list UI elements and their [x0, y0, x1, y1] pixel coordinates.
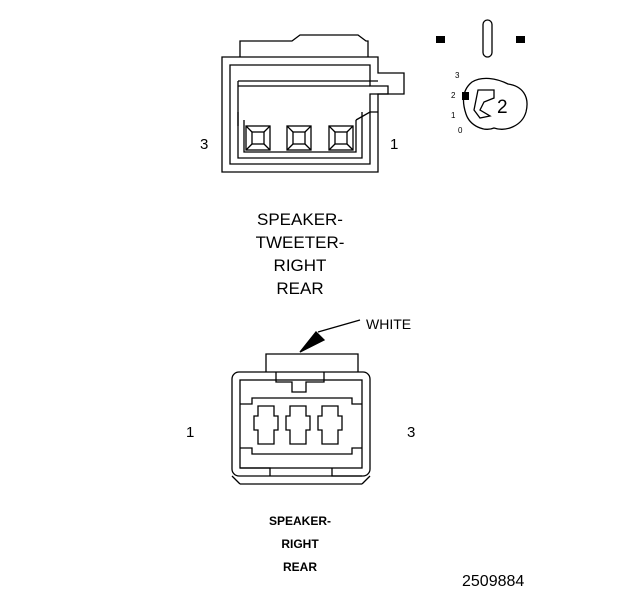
key-mark-right — [516, 36, 525, 43]
bottom-pin-right-label: 3 — [407, 424, 416, 441]
top-title-line-4: REAR — [276, 279, 324, 298]
bottom-connector-title: SPEAKER- RIGHT REAR — [250, 510, 350, 579]
key-position-2: 2 — [451, 91, 456, 100]
top-pin-right-label: 1 — [390, 136, 399, 153]
top-connector-title: SPEAKER- TWEETER- RIGHT REAR — [240, 208, 360, 300]
key-number: 2 — [497, 97, 508, 118]
key-position-3: 3 — [455, 71, 460, 80]
key-position-marker — [462, 92, 469, 100]
wire-color-label: WHITE — [366, 316, 412, 332]
bottom-title-line-3: REAR — [282, 560, 317, 574]
top-title-line-3: RIGHT — [273, 256, 327, 275]
key-icon — [436, 19, 528, 130]
bottom-title-line-1: SPEAKER- — [268, 514, 331, 528]
bottom-pin-left-label: 1 — [186, 424, 195, 441]
figure-number: 2509884 — [462, 573, 525, 590]
top-title-line-1: SPEAKER- — [257, 210, 343, 229]
top-connector — [221, 34, 405, 173]
key-position-1: 1 — [451, 111, 456, 120]
bottom-title-line-2: RIGHT — [281, 537, 319, 551]
bottom-connector — [231, 319, 371, 485]
key-position-0: 0 — [458, 126, 463, 135]
top-title-line-2: TWEETER- — [255, 233, 345, 252]
key-mark-left — [436, 36, 445, 43]
top-pin-left-label: 3 — [200, 136, 209, 153]
